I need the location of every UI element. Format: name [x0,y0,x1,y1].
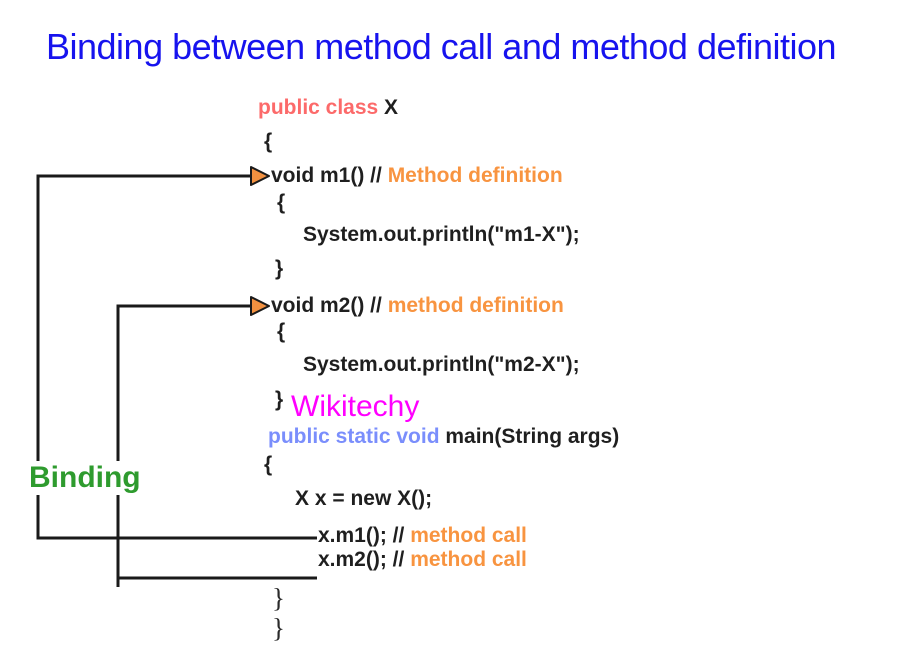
code-line-main-close-brace: } [272,583,285,613]
code-line-main-open-brace: { [264,453,273,476]
code-line-m1-definition: void m1() // Method definition [271,162,563,190]
m2-call-statement: x.m2(); // [318,548,411,571]
code-line-m1-close-brace: } [275,257,284,280]
m1-call-statement: x.m1(); // [318,524,411,547]
class-name: X [378,96,399,119]
connector-line-m1 [36,174,317,540]
arrowhead-m1-icon [250,166,270,186]
main-signature: main(String args) [439,425,620,448]
binding-label: Binding [24,461,146,495]
m2-call-comment: method call [410,548,527,571]
connector-line-m2 [116,304,317,580]
m1-definition-comment: Method definition [387,164,563,187]
keyword-public-class: public class [258,96,379,119]
code-line-class-decl: public class X [258,94,398,122]
code-line-class-close-brace: } [272,613,285,643]
code-line-main-decl: public static void main(String args) [268,423,619,451]
page-title: Binding between method call and method d… [46,26,837,67]
code-line-m2-body: System.out.println("m2-X"); [303,353,580,376]
code-line-m2-call: x.m2(); // method call [318,546,527,574]
code-line-m2-close-brace: } [275,388,284,411]
code-line-m1-call: x.m1(); // method call [318,522,527,550]
code-line-m1-body: System.out.println("m1-X"); [303,223,580,246]
m2-signature: void m2() // [271,294,388,317]
wikitechy-watermark: Wikitechy [291,390,420,423]
m1-signature: void m1() // [271,164,388,187]
code-line-m2-open-brace: { [277,320,286,343]
keyword-public-static-void: public static void [268,425,440,448]
code-line-class-open-brace: { [264,130,273,153]
code-line-m2-definition: void m2() // method definition [271,292,564,320]
m1-call-comment: method call [410,524,527,547]
m2-definition-comment: method definition [387,294,564,317]
code-line-m1-open-brace: { [277,191,286,214]
arrowhead-m2-icon [250,296,270,316]
code-line-instantiation: X x = new X(); [295,487,433,510]
